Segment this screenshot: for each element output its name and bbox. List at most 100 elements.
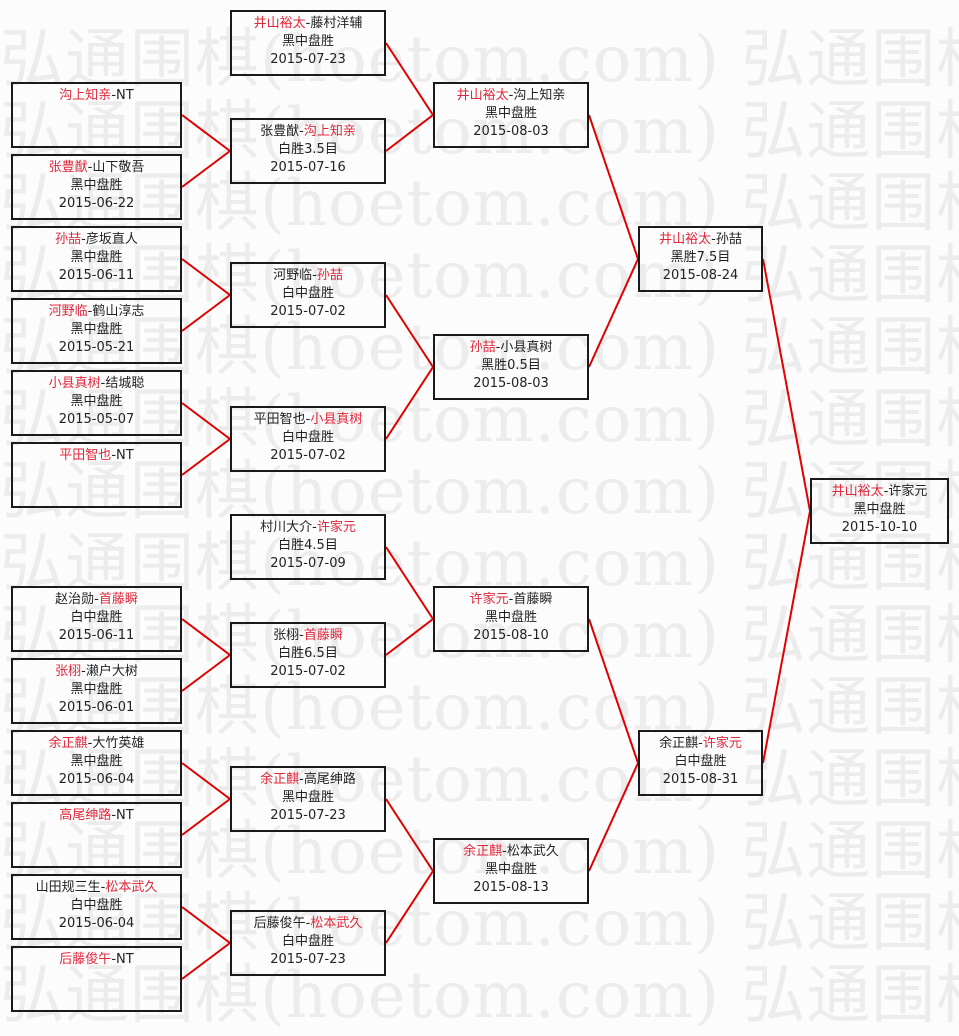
match-date: 2015-07-16 — [270, 160, 346, 175]
match-date: 2015-07-23 — [270, 52, 346, 67]
match-result: 白中盘胜 — [70, 610, 123, 625]
connector-line — [588, 618, 639, 764]
winner-name: 小县真树 — [48, 376, 101, 391]
player-name: NT — [116, 808, 134, 823]
separator: - — [698, 736, 703, 751]
connector-line — [385, 546, 434, 620]
separator: - — [883, 484, 889, 499]
connector-line — [181, 114, 231, 152]
player-name: 张栩 — [273, 628, 300, 643]
winner-name: 井山裕太 — [456, 88, 509, 103]
winner-name: 河野临 — [48, 304, 88, 319]
match-result: 黑中盘胜 — [70, 322, 123, 337]
connector-line — [181, 618, 231, 656]
separator: - — [305, 916, 311, 931]
player-name: 藤村洋辅 — [310, 16, 363, 31]
connector-line — [385, 618, 434, 656]
match-result: 白中盘胜 — [281, 286, 334, 301]
match-box-round-1-10[interactable]: 高尾绅路-NT — [11, 802, 182, 868]
match-date: 2015-08-03 — [473, 376, 549, 391]
match-box-round-1-6[interactable]: 平田智也-NT — [11, 442, 182, 508]
match-result: 白中盘胜 — [674, 754, 727, 769]
match-players: 张豊猷-山下敬吾 — [13, 159, 180, 177]
match-players: 小县真树-结城聪 — [13, 375, 180, 393]
winner-name: 后藤俊午 — [59, 952, 112, 967]
match-result: 黑中盘胜 — [70, 394, 123, 409]
match-result: 白胜4.5目 — [278, 538, 338, 553]
player-name: 许家元 — [888, 484, 928, 499]
winner-name: 余正麒 — [463, 844, 503, 859]
match-result: 黑中盘胜 — [70, 250, 123, 265]
match-box-round-1-1[interactable]: 沟上知亲-NT — [11, 82, 182, 148]
connector-line — [181, 402, 231, 440]
separator: - — [305, 16, 311, 31]
match-date: 2015-05-21 — [58, 340, 135, 355]
connector-line — [181, 258, 231, 296]
winner-name: 小县真树 — [310, 412, 363, 427]
connector-line — [181, 654, 231, 692]
player-name: 首藤瞬 — [513, 592, 553, 607]
separator: - — [81, 664, 86, 679]
separator: - — [299, 628, 304, 643]
separator: - — [81, 232, 86, 247]
match-box-round-1-5[interactable]: 小县真树-结城聪黑中盘胜 2015-05-07 — [11, 370, 182, 436]
player-name: 结城聪 — [105, 376, 145, 391]
player-name: 大竹英雄 — [92, 736, 145, 751]
connector-line — [181, 906, 231, 944]
match-players: 张豊猷-沟上知亲 — [232, 123, 384, 141]
winner-name: 余正麒 — [48, 736, 88, 751]
winner-name: 孙喆 — [55, 232, 82, 247]
separator: - — [508, 88, 514, 103]
winner-name: 许家元 — [702, 736, 742, 751]
match-date: 2015-06-04 — [58, 916, 135, 931]
connector-line — [181, 762, 231, 800]
match-players: 平田智也-小县真树 — [232, 411, 384, 429]
player-name: 张豊猷 — [260, 124, 300, 139]
match-players: 余正麒-许家元 — [640, 735, 761, 753]
separator: - — [711, 232, 716, 247]
connector-line — [181, 798, 231, 836]
winner-name: 井山裕太 — [659, 232, 712, 247]
connector-line — [385, 366, 434, 440]
match-date: 2015-07-09 — [270, 556, 346, 571]
player-name: 余正麒 — [659, 736, 699, 751]
match-players: 山田规三生-松本武久 — [13, 879, 180, 897]
match-result: 黑胜0.5目 — [481, 358, 541, 373]
winner-name: 高尾绅路 — [59, 808, 112, 823]
match-box-round-1-12[interactable]: 后藤俊午-NT — [11, 946, 182, 1012]
player-name: 孙喆 — [715, 232, 742, 247]
match-box-round-1-11[interactable]: 山田规三生-松本武久白中盘胜 2015-06-04 — [11, 874, 182, 940]
separator: - — [111, 88, 117, 103]
winner-name: 松本武久 — [105, 880, 158, 895]
match-result: 白中盘胜 — [70, 898, 123, 913]
match-date: 2015-06-22 — [58, 196, 135, 211]
match-date: 2015-06-11 — [58, 268, 135, 283]
winner-name: 首藤瞬 — [98, 592, 138, 607]
match-date: 2015-05-07 — [58, 412, 135, 427]
match-date: 2015-06-11 — [58, 628, 135, 643]
match-date: 2015-07-02 — [270, 304, 346, 319]
winner-name: 孙喆 — [469, 340, 496, 355]
match-date: 2015-07-02 — [270, 664, 346, 679]
